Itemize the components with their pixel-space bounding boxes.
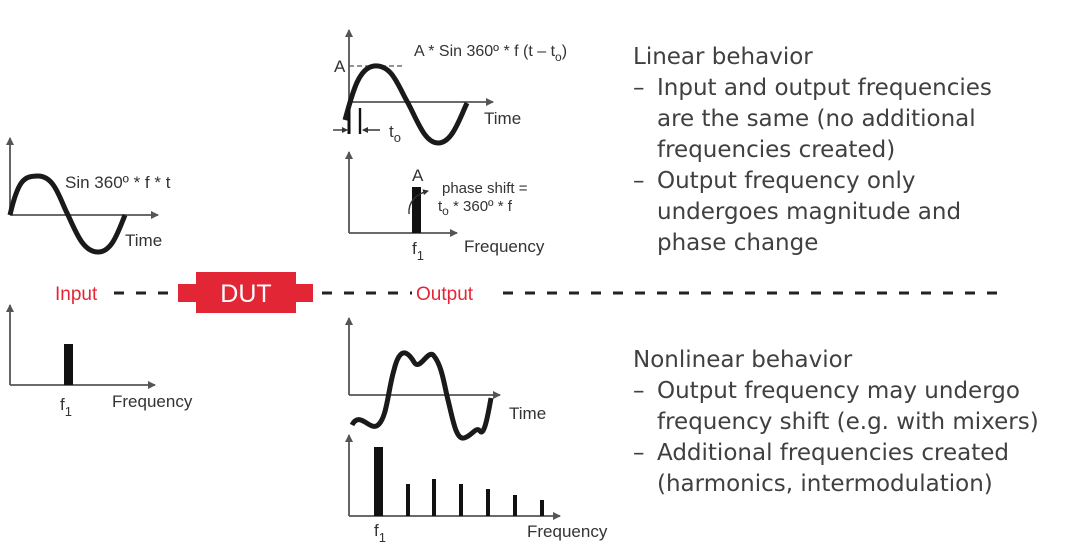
nonlinear-frequency-label: Frequency <box>527 522 608 541</box>
linear-output-equation: A * Sin 360º * f (t – to) <box>414 43 567 64</box>
input-time-label: Time <box>125 231 162 250</box>
nonlinear-bullet-1-line2: frequency shift (e.g. with mixers) <box>657 409 1039 435</box>
bullet-dash: – <box>633 440 645 466</box>
bullet-dash: – <box>633 75 645 101</box>
input-label: Input <box>55 284 98 305</box>
linear-bullet-1-line2: are the same (no additional <box>657 106 976 132</box>
dut-label: DUT <box>220 280 271 308</box>
nonlinear-behavior-section: Nonlinear behavior – Output frequency ma… <box>633 345 1039 500</box>
linear-output-spectrum-plot: A phase shift = to * 360º * f f1 Frequen… <box>345 151 545 263</box>
nonlinear-output-spectrum-plot: f1 Frequency <box>345 434 608 545</box>
linear-output-sine-wave <box>342 63 470 146</box>
dut-block <box>196 272 296 313</box>
nonlinear-bullet-2-line1: Additional frequencies created <box>657 440 1009 466</box>
input-spectral-line-f1 <box>64 344 73 385</box>
signal-path: Input DUT Output <box>55 272 1005 313</box>
harmonic-line-2 <box>406 484 410 516</box>
nonlinear-behavior-heading: Nonlinear behavior <box>633 347 853 373</box>
input-frequency-label: Frequency <box>112 392 193 411</box>
linear-bullet-1-line1: Input and output frequencies <box>657 75 992 101</box>
output-label: Output <box>416 284 474 305</box>
linear-bullet-1-line3: frequencies created) <box>657 137 896 163</box>
harmonic-line-4 <box>459 484 463 516</box>
spectrum-amplitude-label: A <box>412 166 424 185</box>
nonlinear-bullet-1: – Output frequency may undergo frequency… <box>633 376 1039 438</box>
phase-shift-line2: to * 360º * f <box>438 198 513 218</box>
input-f1-label: f1 <box>60 395 72 419</box>
nonlinear-bullet-2-line2: (harmonics, intermodulation) <box>657 471 993 497</box>
linear-frequency-label: Frequency <box>464 237 545 256</box>
amplitude-label: A <box>334 57 346 76</box>
linear-bullet-2: – Output frequency only undergoes magnit… <box>633 166 992 259</box>
dut-connector-left <box>178 284 198 302</box>
harmonic-line-3 <box>432 479 436 516</box>
nonlinear-output-time-plot: Time <box>345 317 546 441</box>
linear-f1-label: f1 <box>412 239 424 263</box>
harmonic-line-6 <box>513 495 517 516</box>
linear-bullet-2-line3: phase change <box>657 230 819 256</box>
linear-bullet-1: – Input and output frequencies are the s… <box>633 73 992 166</box>
nonlinear-distorted-wave <box>349 350 494 441</box>
t0-label: to <box>389 122 401 145</box>
phase-shift-arrow <box>408 189 429 215</box>
harmonic-line-7 <box>540 500 544 516</box>
nonlinear-bullet-1-line1: Output frequency may undergo <box>657 378 1020 404</box>
linear-bullet-2-line1: Output frequency only <box>657 168 916 194</box>
linear-spectral-line-f1 <box>412 187 421 233</box>
nonlinear-time-label: Time <box>509 404 546 423</box>
harmonic-line-5 <box>486 489 490 516</box>
nonlinear-f1-label: f1 <box>374 521 386 545</box>
linear-output-time-plot: A A * Sin 360º * f (t – to) Time to <box>333 29 567 146</box>
linear-bullet-2-line2: undergoes magnitude and <box>657 199 962 225</box>
bullet-dash: – <box>633 168 645 194</box>
linear-behavior-heading: Linear behavior <box>633 44 813 70</box>
phase-shift-line1: phase shift = <box>442 180 528 197</box>
bullet-dash: – <box>633 378 645 404</box>
input-time-plot: Sin 360º * f * t Time <box>6 137 171 255</box>
linear-behavior-section: Linear behavior – Input and output frequ… <box>633 42 992 259</box>
linear-time-label: Time <box>484 109 521 128</box>
nonlinear-fundamental-f1 <box>374 447 383 516</box>
dut-connector-right <box>294 284 313 302</box>
input-spectrum-plot: f1 Frequency <box>6 304 193 419</box>
nonlinear-bullet-2: – Additional frequencies created (harmon… <box>633 438 1039 500</box>
input-sine-wave <box>7 173 128 255</box>
input-wave-equation: Sin 360º * f * t <box>65 173 171 192</box>
